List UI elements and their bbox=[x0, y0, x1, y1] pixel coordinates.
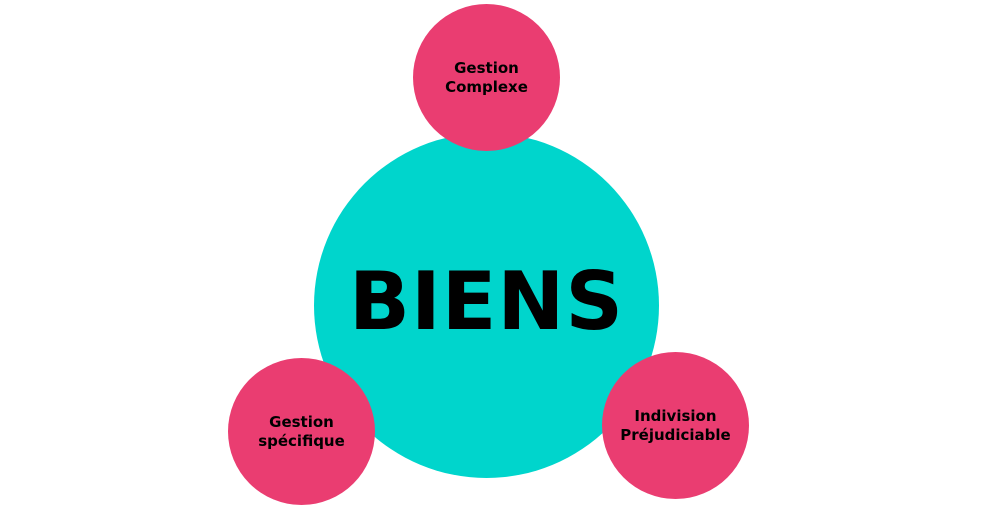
node-gestion-complexe: Gestion Complexe bbox=[413, 4, 560, 151]
node-label-line-2: Complexe bbox=[445, 77, 528, 96]
node-gestion-specifique: Gestion spécifique bbox=[228, 358, 375, 505]
node-label: Indivision Préjudiciable bbox=[620, 407, 730, 445]
node-label: Gestion Complexe bbox=[445, 59, 528, 97]
center-label: BIENS bbox=[349, 254, 624, 348]
node-label-line-1: Gestion bbox=[454, 58, 519, 77]
node-label-line-2: spécifique bbox=[258, 431, 345, 450]
node-label-line-1: Indivision bbox=[634, 406, 717, 425]
node-label: Gestion spécifique bbox=[258, 413, 345, 451]
node-label-line-1: Gestion bbox=[269, 412, 334, 431]
node-label-line-2: Préjudiciable bbox=[620, 425, 731, 444]
node-indivision-prejudiciable: Indivision Préjudiciable bbox=[602, 352, 749, 499]
